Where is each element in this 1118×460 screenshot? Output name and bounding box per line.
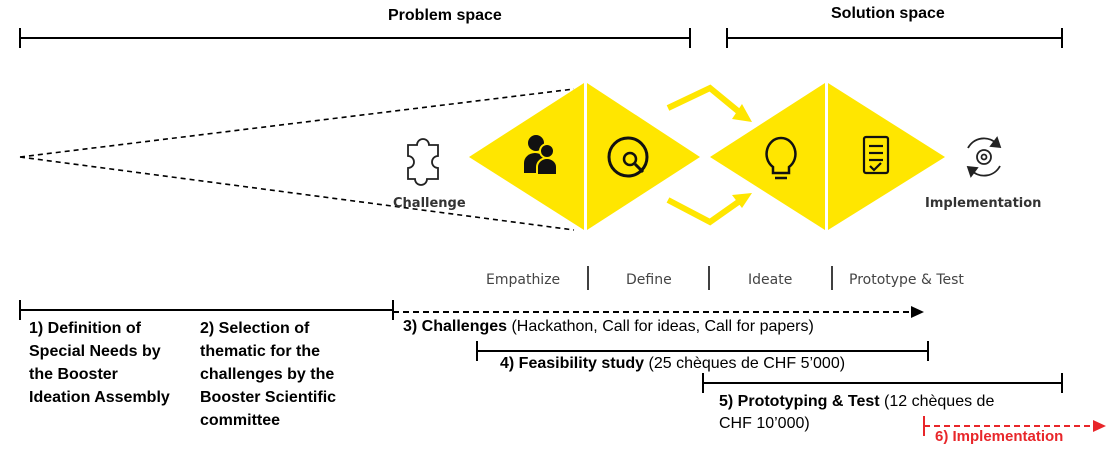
timeline-feasibility	[476, 341, 929, 361]
stage-ideate: Ideate	[748, 272, 793, 288]
yellow-arrows	[666, 84, 746, 226]
diamond-define	[587, 83, 700, 230]
people-icon	[524, 135, 558, 176]
timeline-challenges	[393, 306, 924, 318]
stage-dividers	[587, 266, 833, 290]
step-5-text: 5) Prototyping & Test (12 chèques de	[719, 391, 994, 413]
implementation-label: Implementation	[925, 196, 1042, 211]
problem-space-label: Problem space	[388, 7, 502, 24]
stage-define: Define	[626, 272, 672, 288]
arrow-head-top	[732, 104, 752, 122]
step-3-detail: (Hackathon, Call for ideas, Call for pap…	[507, 318, 814, 335]
arrow-head-bottom	[732, 193, 752, 208]
stage-prototype-test: Prototype & Test	[849, 272, 964, 288]
step-4-text: 4) Feasibility study (25 chèques de CHF …	[500, 353, 845, 375]
checklist-icon	[862, 135, 890, 175]
step-2-text: 2) Selection of thematic for the challen…	[200, 320, 337, 429]
step-4-title: 4) Feasibility study	[500, 355, 645, 372]
step-5-detail: (12 chèques de	[879, 393, 995, 410]
step-5-detail-line2: CHF 10’000)	[719, 415, 810, 432]
funnel-lines	[19, 88, 575, 231]
step-3-title: 3) Challenges	[403, 318, 508, 335]
step-5-title: 5) Prototyping & Test	[719, 393, 880, 410]
diamond-prototype	[828, 83, 945, 230]
solution-space-label: Solution space	[831, 5, 945, 22]
step-6-text: 6) Implementation	[935, 428, 1064, 445]
timeline-prototyping	[702, 373, 1063, 393]
step-1-text: 1) Definition of Special Needs by the Bo…	[29, 320, 170, 406]
cycle-gear-icon	[966, 136, 1002, 178]
diamond-empathize	[469, 83, 584, 230]
magnifier-icon	[607, 136, 649, 178]
lightbulb-icon	[765, 136, 797, 180]
step-3-text: 3) Challenges (Hackathon, Call for ideas…	[403, 316, 814, 338]
challenge-label: Challenge	[393, 196, 466, 211]
problem-space-bracket	[19, 28, 691, 48]
step-4-detail: (25 chèques de CHF 5’000)	[644, 355, 846, 372]
puzzle-icon	[407, 138, 439, 186]
solution-space-bracket	[726, 28, 1063, 48]
stage-empathize: Empathize	[486, 272, 561, 288]
timeline-implementation	[923, 416, 1106, 436]
timeline-main	[19, 300, 394, 320]
